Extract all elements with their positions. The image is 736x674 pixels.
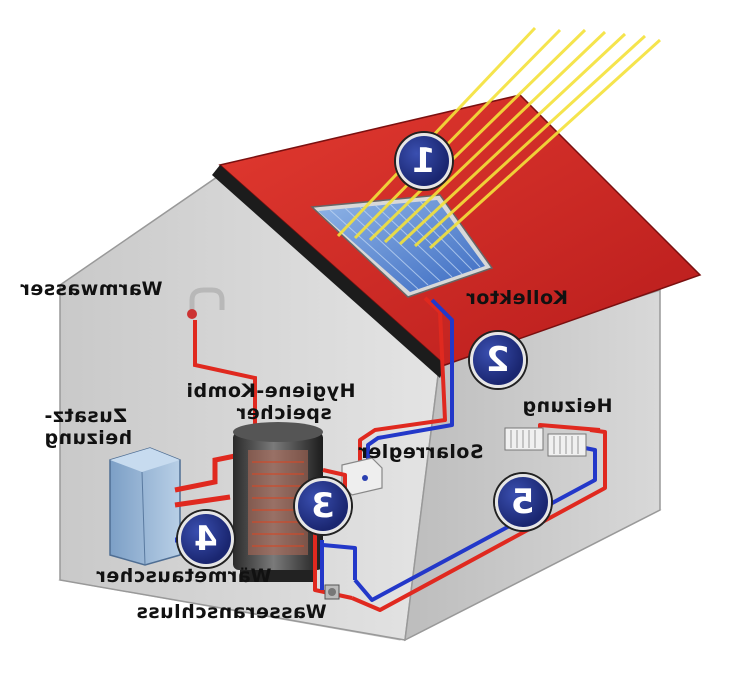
solar-controller xyxy=(341,457,383,496)
water-connection-icon xyxy=(324,584,340,600)
label-hygiene-kombispeicher: Hygiene-Kombi speicher xyxy=(186,380,382,424)
badge-4: 4 xyxy=(178,511,234,567)
label-solarregler: Solarregler xyxy=(358,441,484,463)
badge-5: 5 xyxy=(495,474,551,530)
warmwater-pipe xyxy=(193,320,257,430)
label-heizung: Heizung xyxy=(522,395,613,417)
badge-1: 1 xyxy=(396,133,452,189)
radiator-icon xyxy=(504,427,587,457)
roof-edge xyxy=(212,165,445,378)
solar-pipes xyxy=(358,296,454,470)
label-wasseranschluss: Wasseranschluss xyxy=(136,601,327,623)
sun-rays xyxy=(336,26,662,250)
label-waermetauscher: Wärmetauscher xyxy=(96,565,272,587)
label-hygiene-line1: Hygiene-Kombi xyxy=(186,380,356,402)
label-warmwasser: Warmwasser xyxy=(20,278,163,300)
label-hygiene-line2: speicher xyxy=(236,402,332,424)
label-kollektor: Kollektor xyxy=(466,287,568,309)
badge-3: 3 xyxy=(295,478,351,534)
label-zusatz-line1: Zusatz- xyxy=(44,405,127,427)
badge-2: 2 xyxy=(470,332,526,388)
circuit-pipes xyxy=(313,468,357,600)
label-zusatzheizung: Zusatz- heizung xyxy=(44,405,150,449)
label-zusatz-line2: heizung xyxy=(44,427,133,449)
solar-collector xyxy=(310,194,494,298)
tap-icon xyxy=(187,287,225,319)
auxiliary-heater xyxy=(109,447,181,566)
storage-tank xyxy=(233,422,323,582)
